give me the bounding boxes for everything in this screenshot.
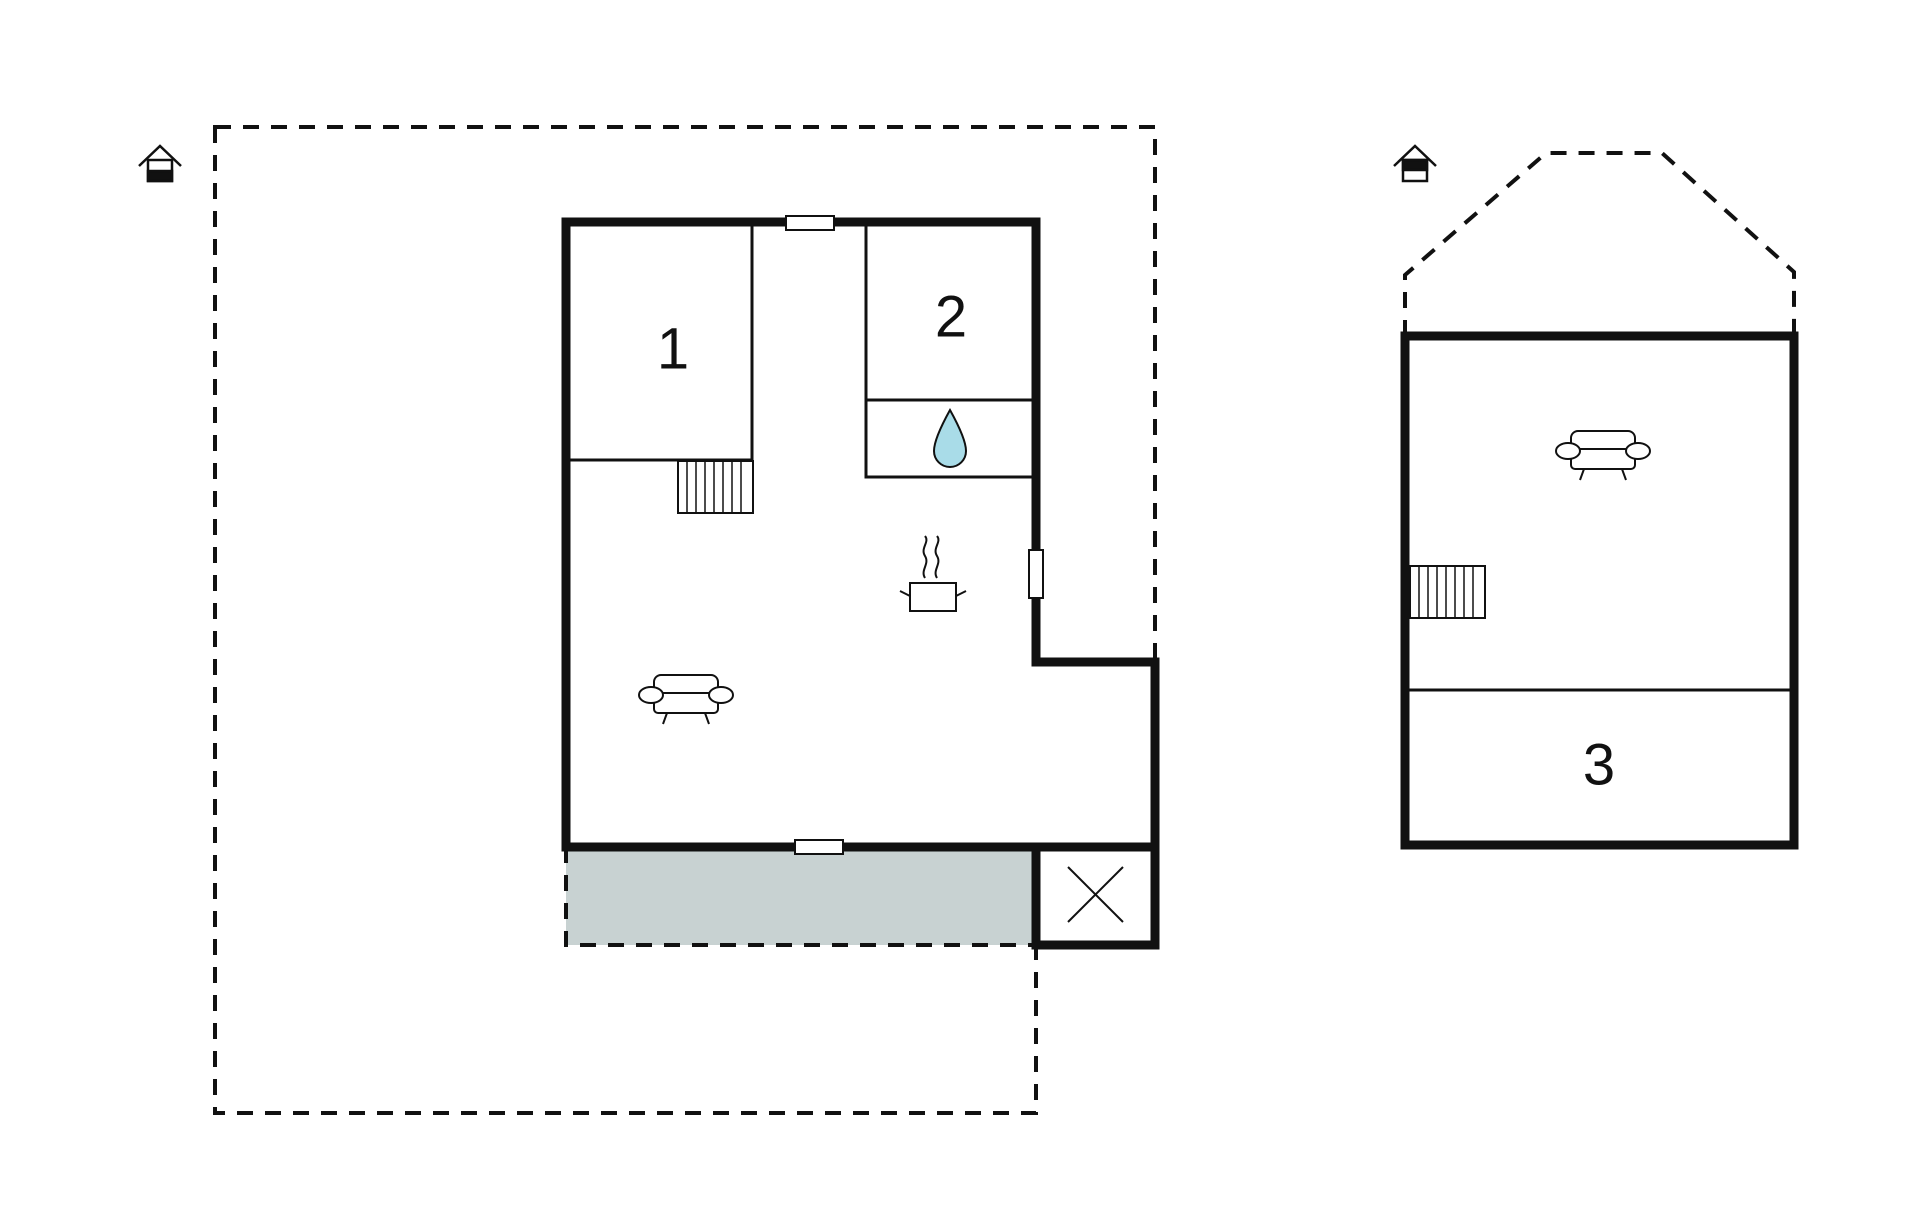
ground-floor-house-icon: [138, 144, 182, 183]
window-top: [785, 215, 835, 231]
window-bottom: [794, 839, 844, 855]
exterior-walls: [561, 217, 1160, 950]
cooking-pot-icon: [899, 535, 967, 612]
window-right: [1028, 549, 1044, 599]
outdoor-area: [213, 125, 1157, 1115]
sofa-icon: [1555, 430, 1651, 481]
room-label-2: 2: [935, 284, 967, 349]
upper-exterior-walls: [1400, 331, 1799, 850]
room-label-1: 1: [657, 316, 689, 381]
room-label-3: 3: [1583, 732, 1615, 797]
terrace-area: [566, 847, 1036, 945]
storage-x-icon: [1067, 866, 1124, 923]
house-interior: [566, 222, 1155, 945]
room-2-walls: [864, 222, 1036, 479]
stairs-icon: [677, 460, 754, 514]
terrace-outline: [564, 847, 1036, 947]
roof-area: [1403, 151, 1796, 338]
upper-floor-house-icon: [1393, 144, 1437, 183]
ground-floor-plan: 1 2: [138, 125, 1160, 1115]
water-drop-icon: [932, 407, 968, 468]
upper-floor-plan: 3: [1393, 144, 1799, 850]
stairs-icon: [1409, 565, 1486, 619]
sofa-icon: [638, 674, 734, 725]
